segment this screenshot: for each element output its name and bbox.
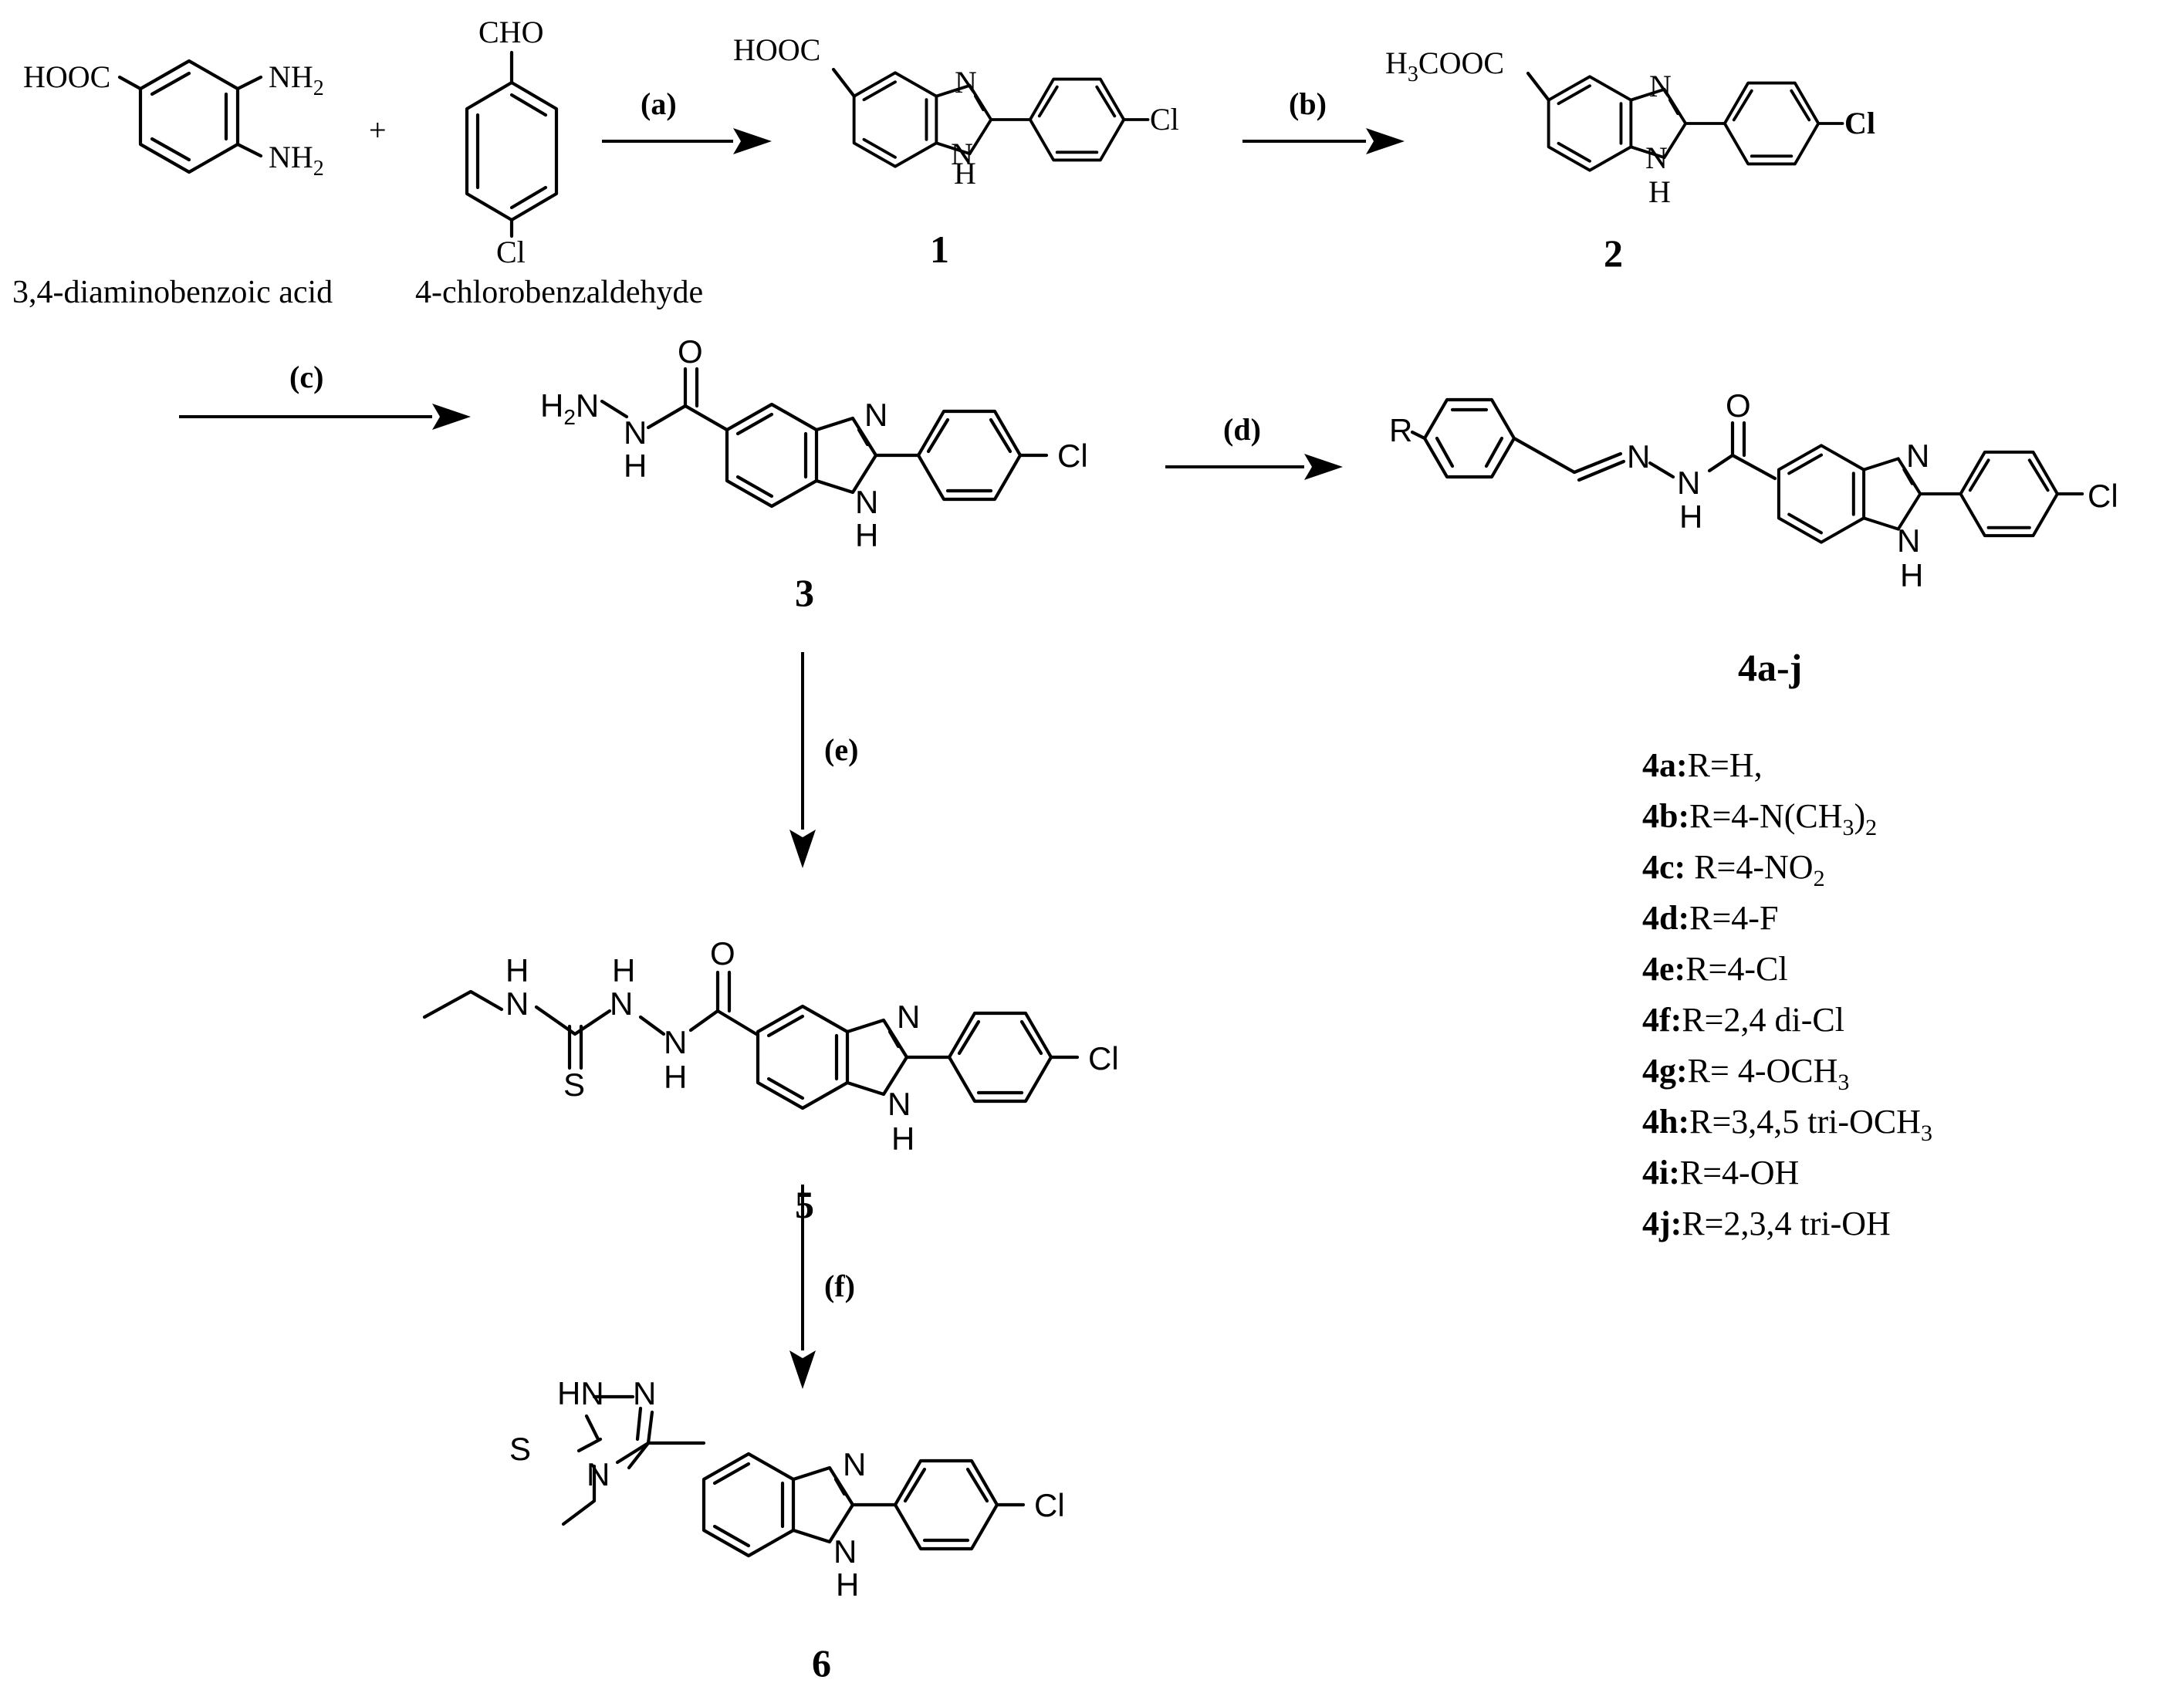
compound-4-h: H bbox=[1679, 499, 1702, 535]
step-a-label: (a) bbox=[641, 86, 677, 121]
arrow-step-c: (c) bbox=[179, 360, 471, 430]
compound-5-h3: H bbox=[664, 1059, 687, 1095]
compound-5-h1: H bbox=[505, 952, 529, 989]
compound-2-structure: H3COOC N N H Cl bbox=[1385, 46, 1875, 209]
compound-3-nh-h: H bbox=[624, 448, 647, 484]
substituent-4i: 4i:R=4-OH bbox=[1642, 1154, 1799, 1191]
acid-nh2-top-label: NH2 bbox=[269, 59, 324, 100]
substituent-4a: 4a:R=H, bbox=[1642, 746, 1763, 784]
arrow-step-e: (e) bbox=[789, 652, 858, 868]
compound-1-number: 1 bbox=[930, 228, 949, 271]
plus-sign: + bbox=[369, 113, 387, 147]
compound-6-structure: HN N S N N N H Cl bbox=[509, 1375, 1065, 1603]
step-e-label: (e) bbox=[824, 732, 858, 767]
compound-3-nh2: H2N bbox=[540, 387, 599, 429]
compound-2-n: N bbox=[1649, 69, 1672, 103]
compound-3-n: N bbox=[864, 397, 887, 433]
compound-6-n4: N bbox=[587, 1456, 610, 1492]
compound-5-n1: N bbox=[505, 985, 529, 1022]
compound-4-n-ring: N bbox=[1897, 522, 1920, 559]
compound-4-o: O bbox=[1726, 387, 1751, 424]
aldehyde-name: 4-chlorobenzaldehyde bbox=[415, 275, 703, 310]
arrow-step-b: (b) bbox=[1242, 86, 1405, 154]
compound-1-nh: N bbox=[951, 137, 973, 171]
substituent-4c: 4c: R=4-NO2 bbox=[1642, 848, 1825, 891]
compound-5-n-ring: N bbox=[887, 1086, 911, 1122]
substituent-4j: 4j:R=2,3,4 tri-OH bbox=[1642, 1205, 1891, 1242]
compound-1-structure: HOOC N N H Cl bbox=[733, 32, 1179, 191]
aldehyde-cl-label: Cl bbox=[496, 235, 526, 269]
compound-4-number: 4a-j bbox=[1738, 646, 1802, 689]
compound-6-n-right: N bbox=[633, 1375, 656, 1411]
arrow-step-d: (d) bbox=[1165, 412, 1343, 480]
compound-6-s: S bbox=[509, 1431, 531, 1467]
compound-3-n-ring: N bbox=[855, 484, 878, 520]
arrow-step-f: (f) bbox=[789, 1185, 855, 1389]
compound-2-cl: Cl bbox=[1844, 106, 1875, 140]
compound-6-n: N bbox=[843, 1446, 866, 1482]
step-f-label: (f) bbox=[824, 1269, 855, 1303]
compound-5-n: N bbox=[897, 999, 920, 1035]
compound-2-number: 2 bbox=[1604, 232, 1623, 275]
diaminobenzoic-acid-structure: HOOC NH2 NH2 bbox=[23, 59, 324, 181]
substituent-4h: 4h:R=3,4,5 tri-OCH3 bbox=[1642, 1103, 1932, 1146]
substituent-4g: 4g:R= 4-OCH3 bbox=[1642, 1052, 1849, 1095]
substituent-4d: 4d:R=4-F bbox=[1642, 899, 1778, 937]
compound-5-ring-h: H bbox=[891, 1120, 915, 1157]
chlorobenzaldehyde-structure: CHO Cl bbox=[465, 15, 559, 269]
compound-1-h: H bbox=[954, 156, 976, 191]
compound-2-nh: N bbox=[1645, 140, 1668, 175]
compound-5-number: 5 bbox=[795, 1183, 814, 1226]
acid-nh2-bottom-label: NH2 bbox=[269, 140, 324, 181]
substituent-4e: 4e:R=4-Cl bbox=[1642, 950, 1788, 988]
aldehyde-cho-label: CHO bbox=[478, 15, 543, 49]
compound-1-cooh: HOOC bbox=[733, 32, 820, 67]
compound-4-n1: N bbox=[1627, 438, 1650, 475]
compound-4-n: N bbox=[1906, 438, 1929, 474]
compound-4-r: R bbox=[1389, 412, 1412, 448]
arrow-step-a: (a) bbox=[602, 86, 772, 154]
substituent-4f: 4f:R=2,4 di-Cl bbox=[1642, 1001, 1844, 1039]
compound-5-o: O bbox=[710, 935, 735, 972]
step-c-label: (c) bbox=[289, 360, 323, 394]
acid-name: 3,4-diaminobenzoic acid bbox=[12, 275, 333, 310]
compound-6-cl: Cl bbox=[1034, 1487, 1065, 1523]
compound-4-structure: R N N H O N N H Cl bbox=[1389, 387, 2118, 593]
substituent-list: 4a:R=H, 4b:R=4-N(CH3)2 4c: R=4-NO2 4d:R=… bbox=[1642, 746, 1932, 1242]
step-d-label: (d) bbox=[1223, 412, 1261, 447]
compound-3-o: O bbox=[678, 333, 703, 370]
compound-5-h2: H bbox=[612, 952, 635, 989]
compound-3-number: 3 bbox=[795, 571, 814, 614]
compound-6-ring-h: H bbox=[836, 1567, 859, 1603]
compound-2-h: H bbox=[1648, 174, 1671, 209]
substituent-4b: 4b:R=4-N(CH3)2 bbox=[1642, 797, 1877, 840]
compound-4-n2: N bbox=[1677, 465, 1700, 501]
compound-3-structure: O N H H2N N N H Cl bbox=[540, 333, 1088, 553]
compound-6-n-ring: N bbox=[833, 1533, 857, 1570]
compound-3-cl: Cl bbox=[1057, 438, 1088, 474]
compound-6-hn: HN bbox=[557, 1375, 604, 1411]
compound-1-n: N bbox=[955, 65, 977, 100]
compound-2-ester: H3COOC bbox=[1385, 46, 1504, 86]
compound-5-cl: Cl bbox=[1088, 1040, 1119, 1077]
compound-3-h: H bbox=[855, 517, 878, 553]
acid-cooh-label: HOOC bbox=[23, 59, 110, 94]
compound-5-structure: N H S N H N H O N N H Cl bbox=[422, 935, 1119, 1157]
compound-5-s: S bbox=[563, 1066, 585, 1103]
compound-4-cl: Cl bbox=[2088, 478, 2118, 514]
compound-3-nh-n: N bbox=[624, 414, 647, 451]
compound-5-n2: N bbox=[610, 985, 633, 1022]
compound-5-n3: N bbox=[664, 1024, 687, 1060]
step-b-label: (b) bbox=[1289, 86, 1327, 121]
compound-6-number: 6 bbox=[812, 1641, 831, 1685]
compound-1-cl: Cl bbox=[1150, 102, 1179, 137]
compound-4-ring-h: H bbox=[1900, 557, 1923, 593]
